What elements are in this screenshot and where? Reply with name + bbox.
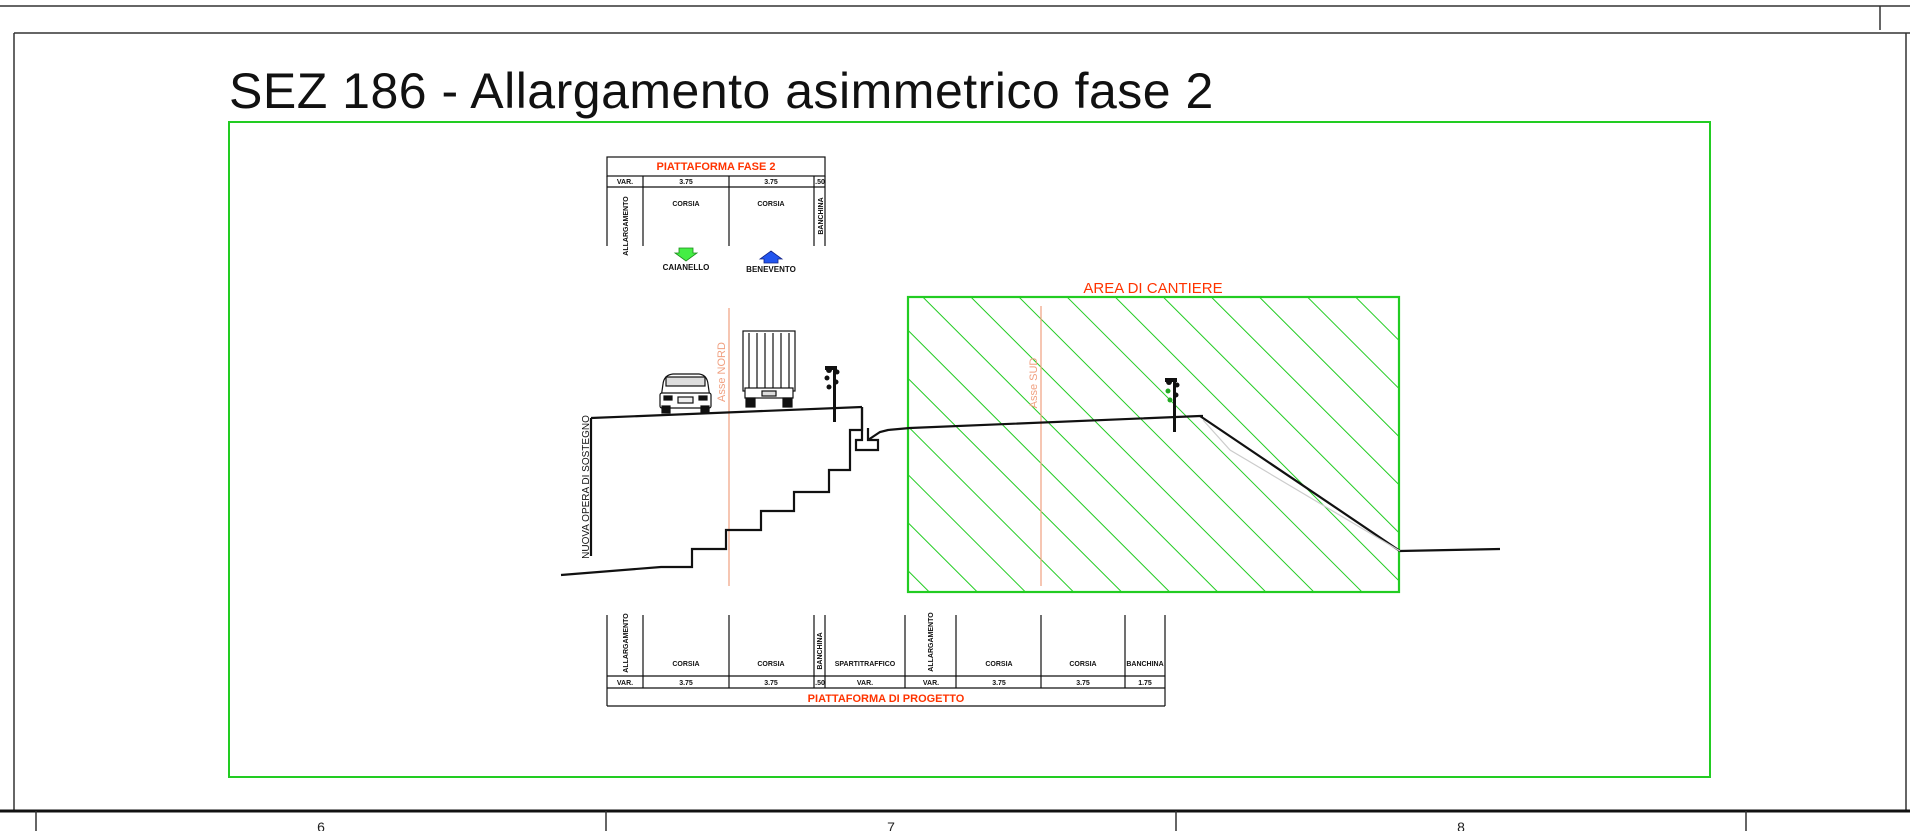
top-platform-table xyxy=(606,156,826,246)
axis-sud-label: Asse SUD xyxy=(1028,358,1040,409)
bottom-platform-table xyxy=(606,615,1166,707)
frame-column-6: 6 xyxy=(317,819,325,831)
bottom-name-banchina-2: BANCHINA xyxy=(1126,661,1163,668)
barrier-right-icon xyxy=(1165,378,1180,432)
bottom-width-8: 3.75 xyxy=(1076,680,1090,687)
top-width-var: VAR. xyxy=(617,179,633,186)
top-name-banchina: BANCHINA xyxy=(818,197,825,234)
barrier-left-icon xyxy=(824,366,840,422)
top-name-corsia-1: CORSIA xyxy=(672,201,699,208)
arrow-down-icon xyxy=(673,247,699,262)
bottom-width-1: VAR. xyxy=(617,680,633,687)
bottom-name-spartitraffico: SPARTITRAFFICO xyxy=(835,661,896,668)
bottom-width-3: 3.75 xyxy=(764,680,778,687)
construction-area-label: AREA DI CANTIERE xyxy=(1083,280,1222,297)
top-table-header: PIATTAFORMA FASE 2 xyxy=(657,161,776,173)
car-icon xyxy=(659,373,712,414)
frame-column-7: 7 xyxy=(887,819,895,831)
top-name-allargamento: ALLARGAMENTO xyxy=(623,196,630,256)
sheet-frame xyxy=(0,5,1910,831)
bottom-table-footer: PIATTAFORMA DI PROGETTO xyxy=(808,693,965,705)
truck-icon xyxy=(742,330,796,408)
viewport-frame xyxy=(228,121,1711,778)
top-width-corsia-1: 3.75 xyxy=(679,179,693,186)
page-title: SEZ 186 - Allargamento asimmetrico fase … xyxy=(229,63,1214,119)
construction-area-hatch xyxy=(906,295,1401,594)
direction-benevento: BENEVENTO xyxy=(746,265,796,274)
bottom-name-corsia-2: CORSIA xyxy=(757,661,784,668)
bottom-name-allargamento-1: ALLARGAMENTO xyxy=(623,613,630,673)
bottom-width-2: 3.75 xyxy=(679,680,693,687)
bottom-width-5: VAR. xyxy=(857,680,873,687)
axis-nord-label: Asse NORD xyxy=(716,342,728,402)
bottom-name-corsia-1: CORSIA xyxy=(672,661,699,668)
arrow-up-icon xyxy=(758,250,784,264)
bottom-name-allargamento-2: ALLARGAMENTO xyxy=(928,612,935,672)
direction-caianello: CAIANELLO xyxy=(663,263,710,272)
top-name-corsia-2: CORSIA xyxy=(757,201,784,208)
bottom-name-banchina-1: BANCHINA xyxy=(817,632,824,669)
existing-ground-line xyxy=(1202,419,1401,552)
bottom-width-6: VAR. xyxy=(923,680,939,687)
bottom-width-7: 3.75 xyxy=(992,680,1006,687)
top-width-corsia-2: 3.75 xyxy=(764,179,778,186)
bottom-width-4: .50 xyxy=(815,680,825,687)
top-width-banchina: .50 xyxy=(815,179,825,186)
bottom-name-corsia-3: CORSIA xyxy=(985,661,1012,668)
bottom-name-corsia-4: CORSIA xyxy=(1069,661,1096,668)
bottom-width-9: 1.75 xyxy=(1138,680,1152,687)
frame-column-8: 8 xyxy=(1457,819,1465,831)
wall-label: NUOVA OPERA DI SOSTEGNO xyxy=(581,415,592,559)
